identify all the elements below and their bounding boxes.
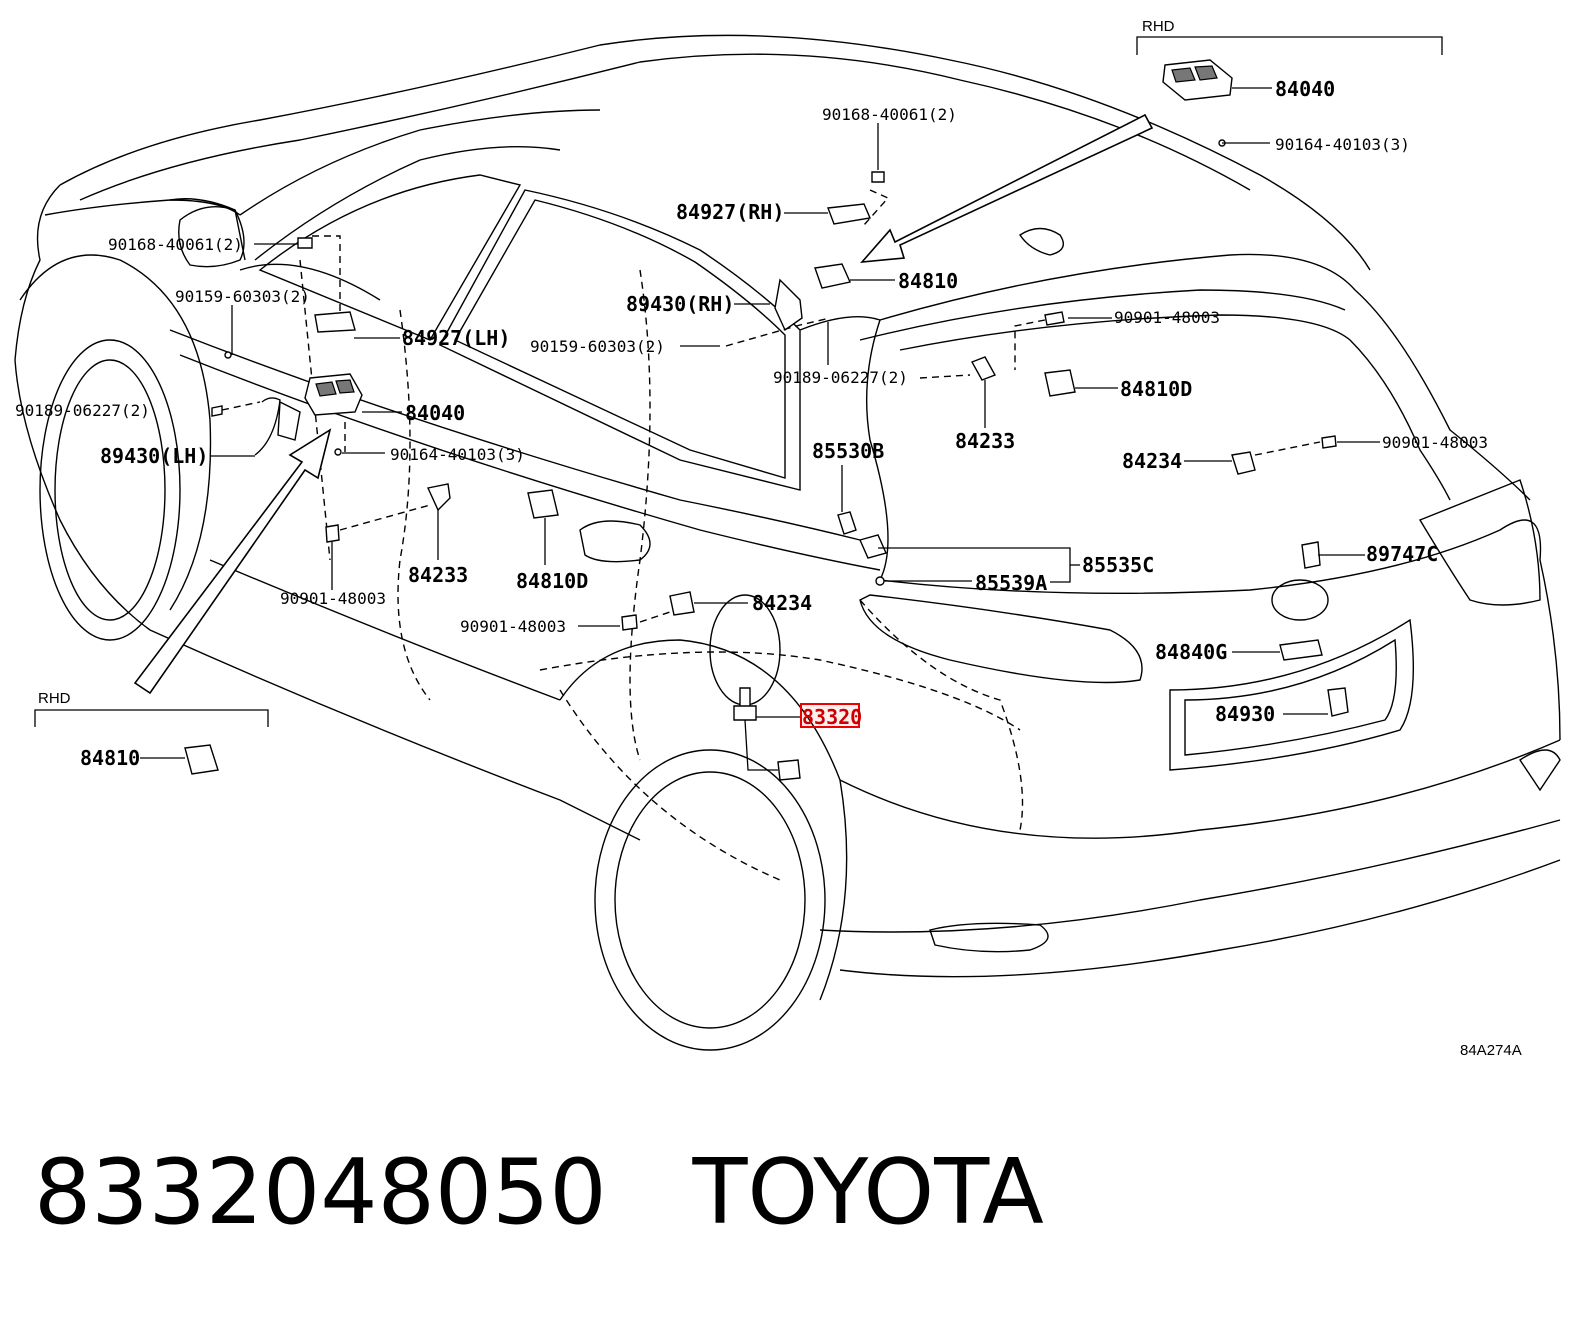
leader-lines	[140, 87, 1380, 759]
sensor-84234-right-icon	[1231, 451, 1256, 475]
switch-84810d-mid-icon	[527, 489, 559, 519]
label-84927-lh: 84927(LH)	[402, 326, 510, 350]
label-85530b: 85530B	[812, 439, 884, 463]
label-89747c: 89747C	[1366, 542, 1438, 566]
label-90189-b: 90189-06227(2)	[15, 401, 150, 420]
footer-caption: 8332048050 TOYOTA	[34, 1140, 1044, 1245]
car-body-outline	[14, 34, 1561, 1051]
highlight-box-83320	[800, 703, 860, 728]
label-90164-mid: 90164-40103(3)	[390, 445, 525, 464]
switch-84930-icon	[1327, 687, 1349, 717]
sensor-84233-right-icon	[970, 356, 997, 381]
label-85535c: 85535C	[1082, 553, 1154, 577]
sensor-84233-mid-icon	[426, 483, 451, 512]
callout-arrows	[133, 113, 1154, 695]
cable-85530b-icon	[837, 511, 857, 535]
label-90164-top: 90164-40103(3)	[1275, 135, 1410, 154]
switch-84810-left-icon	[184, 744, 219, 775]
footer-brand: TOYOTA	[692, 1140, 1044, 1245]
sensor-89747c-icon	[1301, 541, 1321, 569]
label-84810d-b: 84810D	[516, 569, 588, 593]
label-85539a: 85539A	[975, 571, 1047, 595]
arrow-upper-right	[860, 113, 1154, 263]
module-89430-lh-icon	[277, 400, 301, 441]
rhd-bracket-top: RHD	[1136, 18, 1443, 55]
label-84810-b: 84810	[80, 746, 140, 770]
label-84234-b: 84234	[752, 591, 812, 615]
screw-90168-left-icon	[297, 237, 313, 249]
rhd-bracket-left: RHD	[34, 690, 269, 727]
parts	[184, 59, 1349, 781]
switch-84810-icon	[814, 263, 851, 289]
cable-85535c-icon	[859, 534, 887, 559]
label-84040-top: 84040	[1275, 77, 1335, 101]
label-90901-c: 90901-48003	[280, 589, 386, 608]
label-89430-lh: 89430(LH)	[100, 444, 208, 468]
label-83320[interactable]: 83320	[802, 705, 862, 729]
label-84234-a: 84234	[1122, 449, 1182, 473]
bolt-90901-top-icon	[1044, 311, 1065, 326]
label-90159-a: 90159-60303(2)	[175, 287, 310, 306]
diagram-code: 84A274A	[1460, 1042, 1522, 1059]
label-84233-a: 84233	[955, 429, 1015, 453]
label-84927-rh: 84927(RH)	[676, 200, 784, 224]
module-89430-rh-icon	[774, 278, 803, 332]
label-84810-a: 84810	[898, 269, 958, 293]
switch-84927-rh-icon	[827, 203, 871, 225]
switch-84840g-icon	[1279, 639, 1323, 661]
label-90168-b: 90168-40061(2)	[108, 235, 243, 254]
screw-90168-top-icon	[871, 171, 885, 183]
switch-84810d-right-icon	[1044, 369, 1076, 397]
label-84040-mid: 84040	[405, 401, 465, 425]
label-90901-d: 90901-48003	[460, 617, 566, 636]
rhd-label-left: RHD	[38, 690, 71, 707]
rhd-label-top: RHD	[1142, 18, 1175, 35]
label-84810d-a: 84810D	[1120, 377, 1192, 401]
part-labels: 84040 90164-40103(3) 90168-40061(2) 8492…	[15, 77, 1522, 1059]
arrow-left	[133, 428, 332, 695]
label-89430-rh: 89430(RH)	[626, 292, 734, 316]
parts-diagram: RHD RHD	[14, 18, 1561, 1059]
label-84930: 84930	[1215, 702, 1275, 726]
label-90901-b: 90901-48003	[1382, 433, 1488, 452]
label-90189-a: 90189-06227(2)	[773, 368, 908, 387]
sensor-84234-mid-icon	[669, 591, 695, 616]
label-90901-a: 90901-48003	[1114, 308, 1220, 327]
clip-85539a-icon	[875, 576, 885, 586]
label-84840g: 84840G	[1155, 640, 1227, 664]
label-90159-b: 90159-60303(2)	[530, 337, 665, 356]
label-84233-b: 84233	[408, 563, 468, 587]
switch-84927-lh-icon	[314, 311, 356, 333]
switch-84040-top-icon	[1162, 59, 1233, 101]
footer-part-number: 8332048050	[34, 1140, 607, 1245]
label-90168-a: 90168-40061(2)	[822, 105, 957, 124]
